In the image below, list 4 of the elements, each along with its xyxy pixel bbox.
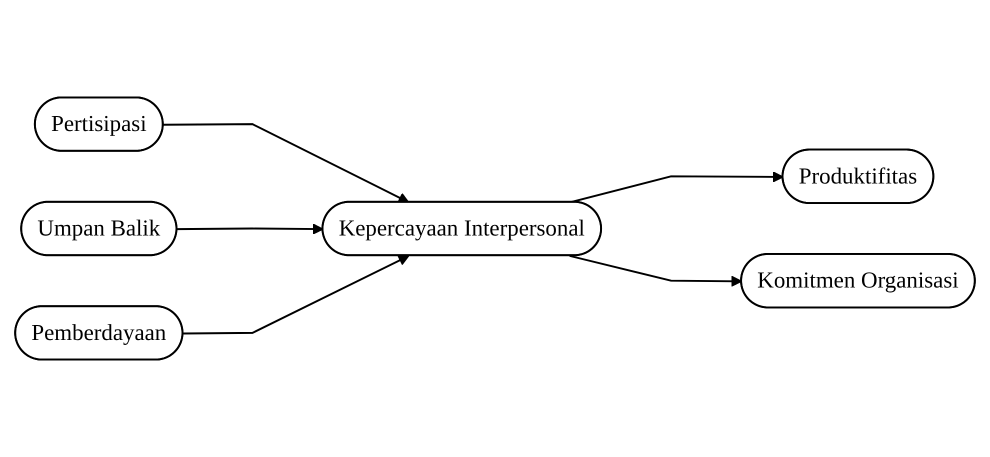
arrow xyxy=(177,223,324,235)
arrow xyxy=(163,123,410,203)
arrow xyxy=(183,255,410,334)
arrow xyxy=(569,254,742,287)
